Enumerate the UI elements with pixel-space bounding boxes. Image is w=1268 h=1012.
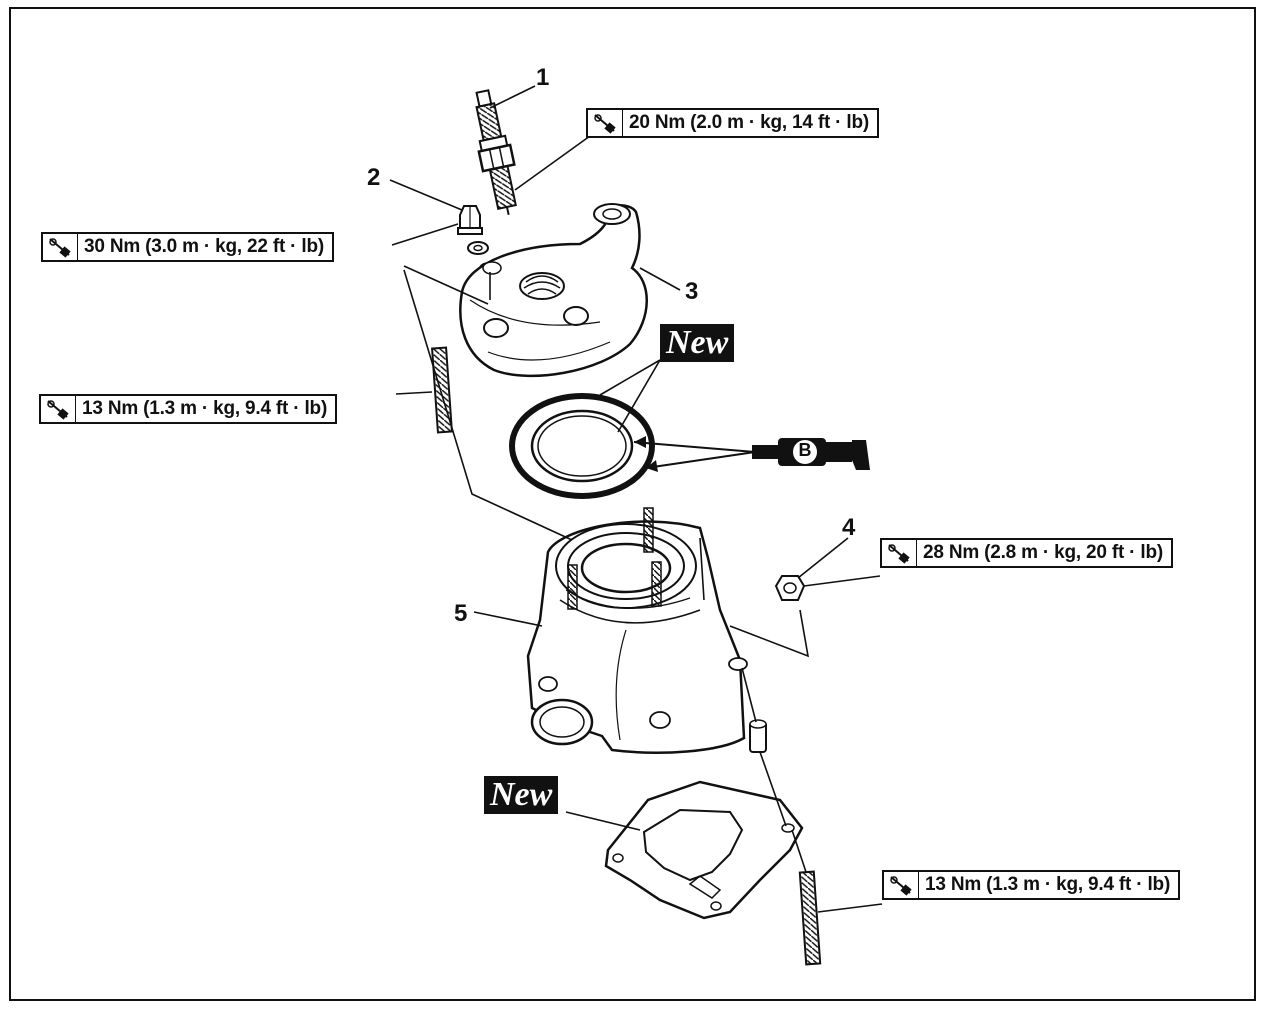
- torque-value: 30 Nm (3.0 m · kg, 22 ft · lb): [84, 236, 324, 257]
- part-number-5: 5: [454, 600, 468, 627]
- leader-lines: [389, 85, 883, 913]
- lower-stud-bolt: [798, 870, 822, 966]
- part-number-1: 1: [536, 64, 550, 91]
- grease-pointer-lines: [633, 436, 756, 472]
- grease-symbol-label: B: [798, 440, 812, 460]
- diagram-frame: [9, 7, 1256, 1001]
- torque-value: 13 Nm (1.3 m · kg, 9.4 ft · lb): [925, 874, 1171, 895]
- torque-spec-spark-plug: 20 Nm (2.0 m · kg, 14 ft · lb): [586, 108, 879, 138]
- grease-gun-icon: [752, 438, 870, 470]
- torque-spec-head-nut: 30 Nm (3.0 m · kg, 22 ft · lb): [41, 232, 334, 262]
- part-number-2: 2: [367, 164, 381, 191]
- cylinder-nut: [774, 575, 806, 601]
- cylinder: [526, 507, 748, 754]
- torque-wrench-icon: [43, 234, 78, 260]
- torque-wrench-icon: [884, 872, 919, 898]
- head-o-ring: [509, 393, 655, 499]
- torque-value: 20 Nm (2.0 m · kg, 14 ft · lb): [629, 112, 869, 133]
- torque-value: 28 Nm (2.8 m · kg, 20 ft · lb): [923, 542, 1163, 563]
- torque-spec-upper-stud: 13 Nm (1.3 m · kg, 9.4 ft · lb): [39, 394, 338, 424]
- torque-wrench-icon: [41, 396, 76, 422]
- part-number-3: 3: [685, 278, 699, 305]
- torque-value: 13 Nm (1.3 m · kg, 9.4 ft · lb): [82, 398, 328, 419]
- torque-wrench-icon: [882, 540, 917, 566]
- torque-wrench-icon: [588, 110, 623, 136]
- cylinder-head: [459, 203, 648, 378]
- part-number-4: 4: [842, 514, 856, 541]
- spark-plug: [475, 89, 517, 215]
- dowel-pin: [749, 719, 767, 753]
- new-badge-base-gasket: New: [484, 776, 559, 814]
- base-gasket: [604, 780, 804, 920]
- torque-spec-cylinder-nut: 28 Nm (2.8 m · kg, 20 ft · lb): [880, 538, 1173, 568]
- new-badge-o-ring: New: [660, 324, 735, 362]
- torque-spec-lower-stud: 13 Nm (1.3 m · kg, 9.4 ft · lb): [882, 870, 1181, 900]
